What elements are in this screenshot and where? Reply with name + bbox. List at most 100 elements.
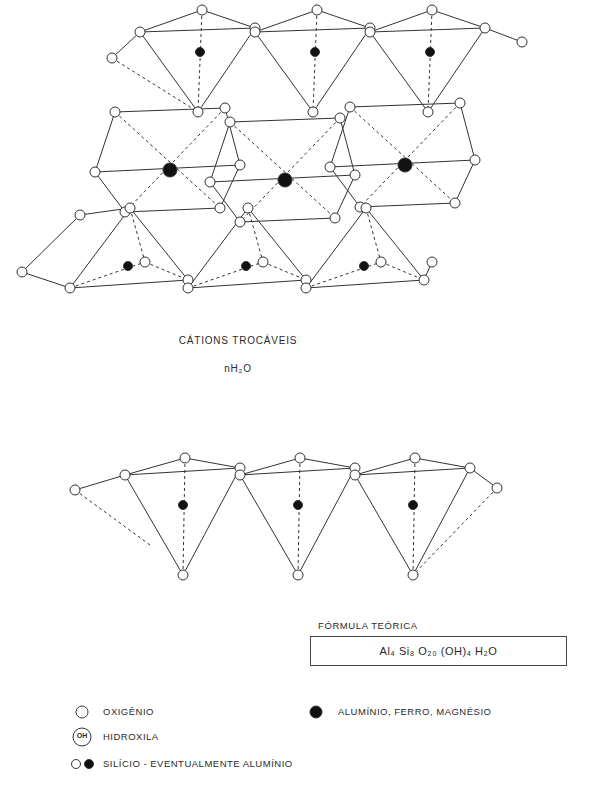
oxygen-atom: [70, 485, 80, 495]
oxygen-atom: [197, 5, 207, 15]
bond-line: [240, 475, 298, 575]
bond-line: [115, 108, 225, 112]
formula-box: FÓRMULA TEÓRICAAl₄ Si₈ O₂₀ (OH)₄ H₂O: [310, 620, 567, 666]
bond-line: [125, 208, 220, 212]
bond-line: [188, 208, 248, 288]
bond-line: [70, 262, 145, 288]
bond-line: [225, 108, 240, 165]
bond-line: [485, 28, 522, 42]
bond-line: [240, 458, 300, 475]
bond-line: [255, 32, 313, 112]
bond-line: [330, 167, 360, 207]
bond-line: [125, 468, 240, 475]
bond-line: [230, 122, 335, 218]
bond-line: [22, 215, 80, 272]
bond-line: [140, 28, 255, 32]
oxygen-atom: [75, 210, 85, 220]
oxygen-atom: [110, 107, 120, 117]
bond-line: [317, 10, 370, 28]
oxygen-atom: [135, 27, 145, 37]
bond-line: [428, 10, 432, 112]
bond-line: [240, 118, 340, 222]
bond-line: [313, 10, 317, 112]
oxygen-atom: [335, 113, 345, 123]
bond-line: [112, 58, 198, 112]
oxygen-atom: [107, 53, 117, 63]
bond-line: [355, 458, 415, 475]
oxygen-atom: [17, 267, 27, 277]
bond-line: [415, 458, 470, 468]
oxygen-atom: [361, 203, 371, 213]
oxygen-atom: [225, 117, 235, 127]
bond-line: [125, 475, 183, 575]
oxygen-atom: [178, 570, 188, 580]
silicon-atom: [311, 48, 320, 57]
silicon-atom: [124, 262, 133, 271]
oxygen-atom: [125, 203, 135, 213]
bond-line: [70, 280, 188, 288]
bond-line: [183, 458, 185, 575]
oxygen-atom: [90, 167, 100, 177]
oxygen-atom: [345, 102, 355, 112]
silicon-atom: [196, 48, 205, 57]
bond-line: [210, 122, 230, 182]
bond-line: [198, 28, 255, 112]
bond-line: [145, 262, 188, 280]
silicon-atom: [179, 501, 188, 510]
bond-line: [298, 468, 355, 575]
bond-line: [130, 208, 188, 280]
bond-line: [248, 208, 263, 262]
bond-line: [313, 28, 370, 112]
oxygen-atom: [410, 453, 420, 463]
oxygen-atom: [235, 160, 245, 170]
bond-line: [210, 182, 240, 222]
bond-line: [355, 475, 413, 575]
oxygen-atom: [480, 23, 490, 33]
bond-line: [413, 458, 415, 575]
bond-line: [240, 468, 355, 475]
oxygen-atom: [517, 37, 527, 47]
bond-line: [125, 458, 185, 475]
oxygen-atom: [308, 107, 318, 117]
legend-text: SILÍCIO - EVENTUALMENTE ALUMÍNIO: [103, 758, 293, 769]
bond-line: [255, 10, 317, 32]
silicon-atom: [242, 262, 251, 271]
silicon-symbol: [85, 760, 94, 769]
bond-line: [198, 10, 202, 112]
legend-text: HIDROXILA: [103, 731, 159, 742]
bond-line: [370, 10, 432, 32]
silicon-atom: [426, 48, 435, 57]
bond-line: [112, 32, 140, 58]
bond-line: [306, 262, 381, 288]
oxygen-atom: [408, 570, 418, 580]
bond-line: [255, 28, 370, 32]
bond-line: [306, 208, 366, 288]
oxygen-atom: [325, 162, 335, 172]
oxygen-atom: [350, 470, 360, 480]
silicon-atom: [294, 501, 303, 510]
aluminium-atom: [398, 158, 412, 172]
bond-line: [366, 208, 424, 280]
oxygen-atom: [140, 257, 150, 267]
silicon-symbol: [72, 760, 81, 769]
oxygen-atom: [376, 257, 386, 267]
formula-heading: FÓRMULA TEÓRICA: [318, 620, 567, 631]
oxygen-atom: [365, 27, 375, 37]
oxygen-atom: [455, 98, 465, 108]
bond-line: [263, 262, 306, 280]
oxygen-atom: [465, 463, 475, 473]
bond-line: [455, 160, 475, 203]
bond-line: [22, 272, 70, 288]
oxygen-atom: [65, 283, 75, 293]
bond-line: [240, 218, 335, 222]
bond-line: [188, 262, 263, 288]
bond-line: [350, 103, 460, 107]
silicon-atom: [409, 501, 418, 510]
bond-line: [185, 458, 240, 468]
bond-line: [115, 112, 220, 208]
bond-line: [360, 103, 460, 207]
bond-line: [248, 208, 306, 280]
bond-line: [202, 10, 255, 28]
bond-line: [370, 32, 428, 112]
